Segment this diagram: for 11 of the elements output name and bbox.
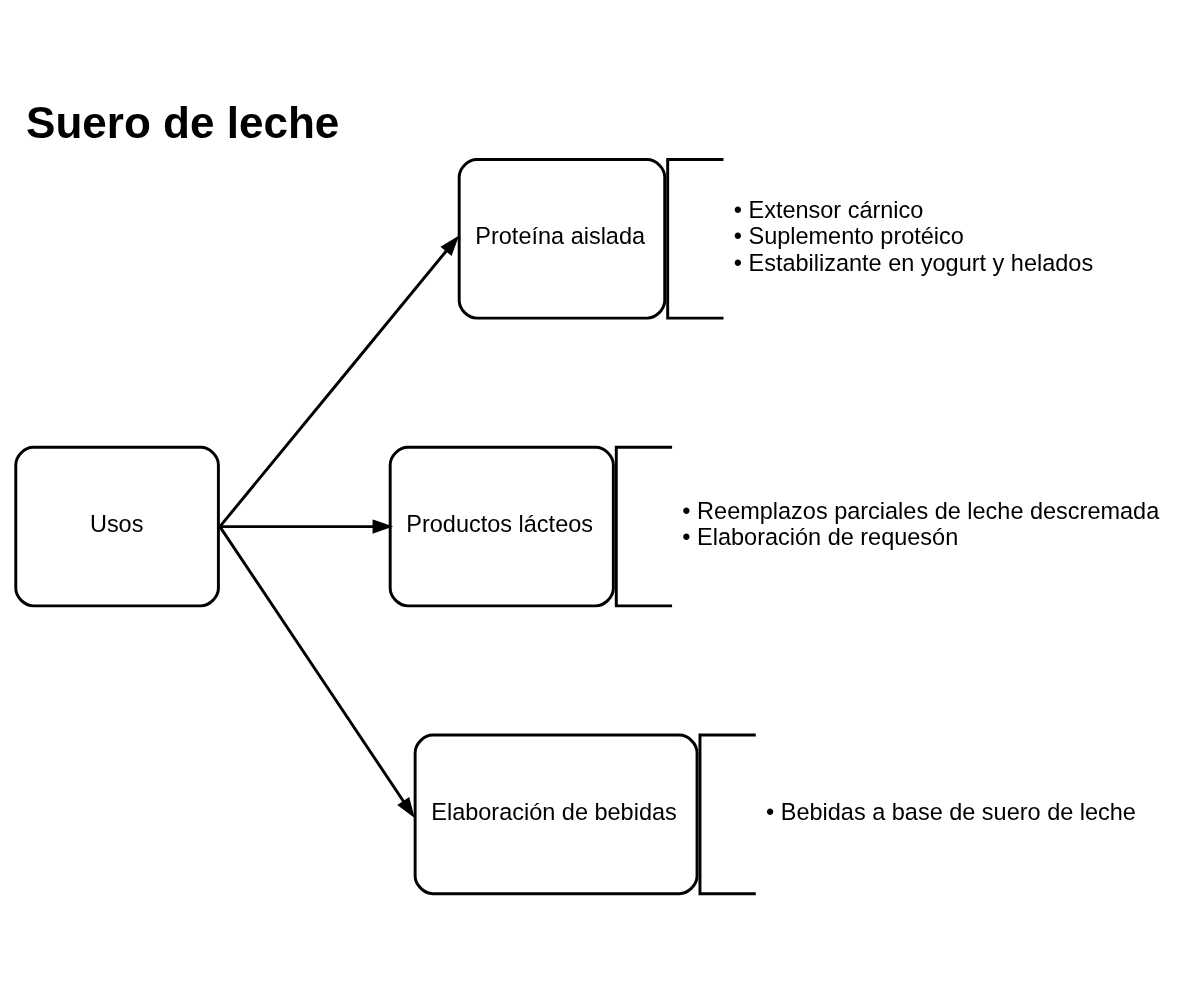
node-label: • Bebidas a base de suero de leche (766, 798, 1136, 825)
arrow (218, 234, 460, 528)
diagram-title: Suero de leche (26, 97, 340, 147)
node-label: • Suplemento protéico (733, 222, 964, 249)
node-label: • Reemplazos parciales de leche descremada (682, 497, 1160, 524)
node-label: • Elaboración de requesón (682, 523, 959, 550)
node-label: • Estabilizante en yogurt y helados (733, 249, 1094, 276)
node-box: Usos (14, 445, 220, 607)
arrow (219, 518, 394, 534)
arrow (218, 525, 415, 818)
node-label: • Extensor cárnico (733, 196, 924, 223)
